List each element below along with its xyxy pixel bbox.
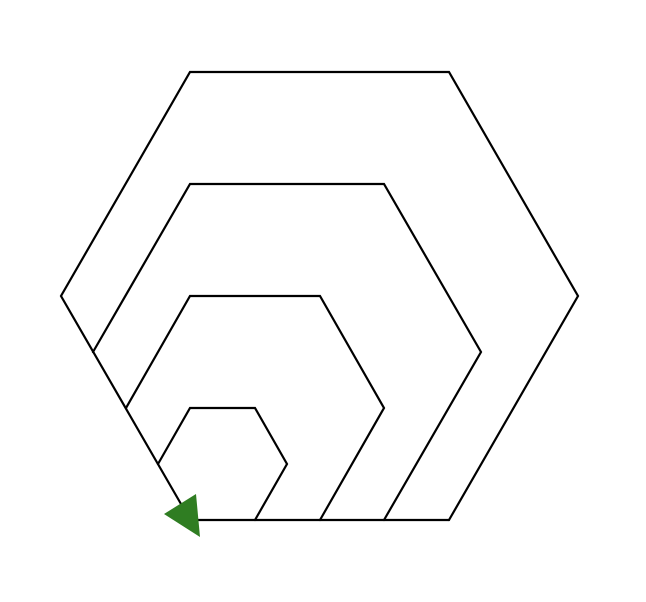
hexagon-third bbox=[124, 294, 386, 522]
arrow-left-icon bbox=[164, 494, 200, 537]
hexagon-outer bbox=[59, 70, 580, 522]
hexagon-inner bbox=[156, 406, 289, 522]
hexagon-second bbox=[91, 182, 483, 522]
hexagon-lines bbox=[59, 70, 580, 522]
